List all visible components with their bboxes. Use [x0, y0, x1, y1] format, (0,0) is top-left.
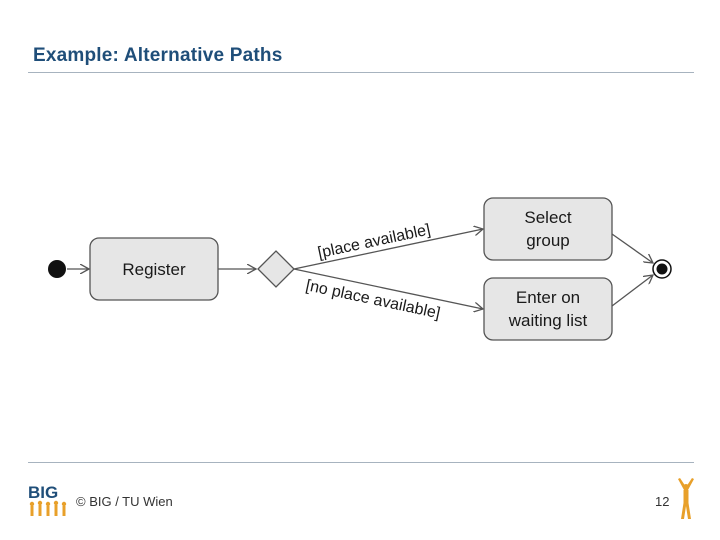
footer-divider [28, 462, 694, 463]
big-logo-icon: BIG [28, 483, 67, 516]
action-waiting-list-label-line1: Enter on [516, 288, 580, 307]
action-register-label: Register [122, 260, 186, 279]
jumping-figure-icon [678, 478, 694, 519]
edge-decision-select-group [293, 229, 483, 270]
action-waiting-list-label-line2: waiting list [508, 311, 588, 330]
action-select-group-label-line2: group [526, 231, 569, 250]
page-number: 12 [655, 494, 670, 509]
copyright-text: © BIG / TU Wien [76, 494, 173, 509]
guard-place-available: [place available] [316, 221, 432, 261]
action-select-group-label-line1: Select [524, 208, 572, 227]
logo-text: BIG [28, 483, 58, 502]
final-node [652, 259, 672, 279]
edge-waiting-list-final [611, 275, 653, 307]
title-divider [28, 72, 694, 73]
initial-node [48, 260, 66, 278]
action-select-group: Select group [483, 197, 613, 261]
edge-decision-waiting-list [293, 268, 483, 309]
page-title: Example: Alternative Paths [33, 45, 283, 66]
guard-no-place-available: [no place available] [304, 277, 442, 322]
action-register: Register [89, 237, 219, 301]
decision-node [257, 250, 295, 288]
edge-select-group-final [611, 233, 653, 263]
action-waiting-list: Enter on waiting list [483, 277, 613, 341]
